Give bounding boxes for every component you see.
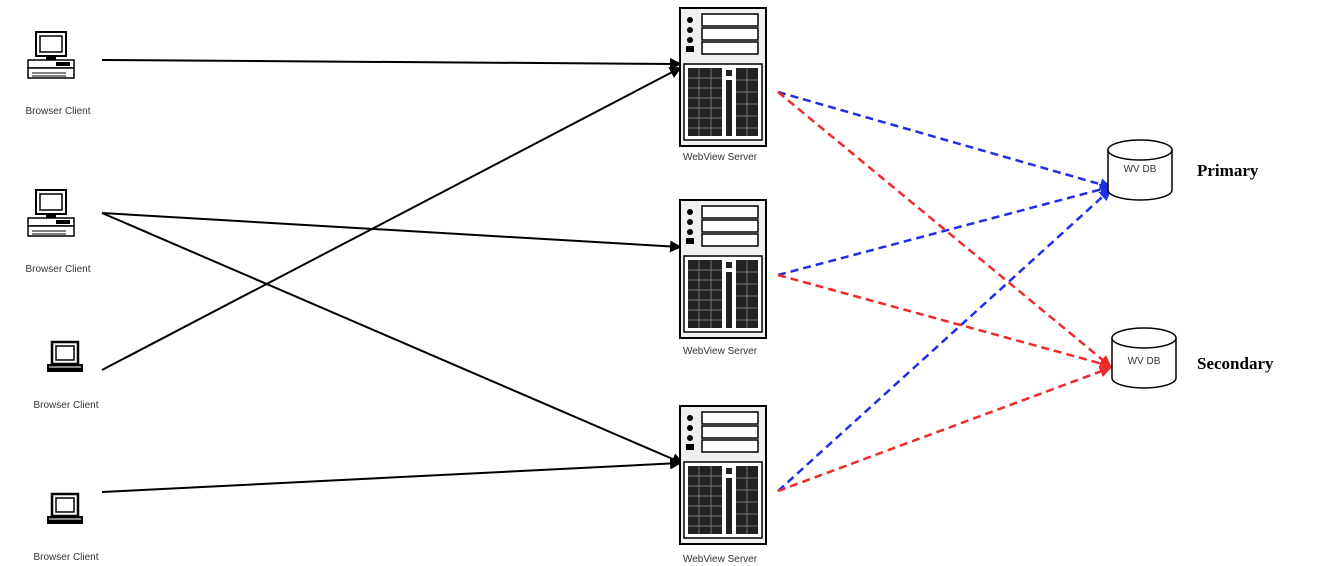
- link-client2-server2: [101, 212, 682, 253]
- db-label: WV DB: [1128, 356, 1161, 367]
- primary-db-links: [777, 90, 1112, 492]
- server-tower-icon: [679, 199, 767, 339]
- link-server2-secondary: [777, 273, 1112, 370]
- client-label: Browser Client: [25, 106, 90, 117]
- webview-server-1: WebView Server: [679, 7, 767, 163]
- desktop-computer-icon: [27, 189, 75, 237]
- server-tower-icon: [679, 7, 767, 147]
- laptop-icon: [45, 492, 85, 526]
- link-server1-primary: [777, 90, 1112, 191]
- browser-client-4: Browser Client: [33, 492, 99, 563]
- server-label: WebView Server: [683, 152, 758, 163]
- server-label: WebView Server: [683, 346, 758, 357]
- server-tower-icon: [679, 405, 767, 545]
- link-server1-secondary: [777, 91, 1112, 368]
- link-server2-primary: [777, 183, 1112, 277]
- link-client1-server1: [101, 57, 682, 70]
- secondary-database: WV DB Secondary: [1111, 327, 1274, 389]
- browser-client-1: Browser Client: [25, 31, 91, 117]
- primary-database: WV DB Primary: [1107, 139, 1259, 201]
- browser-client-3: Browser Client: [33, 340, 99, 411]
- client-label: Browser Client: [25, 264, 90, 275]
- link-server3-secondary: [777, 365, 1112, 493]
- link-server3-primary: [777, 188, 1112, 492]
- link-client4-server3: [101, 457, 682, 493]
- browser-client-2: Browser Client: [25, 189, 91, 275]
- webview-server-3: WebView Server: [679, 405, 767, 565]
- client-label: Browser Client: [33, 552, 98, 563]
- db-role-secondary: Secondary: [1197, 354, 1274, 373]
- link-client2-server3: [101, 212, 684, 465]
- db-label: WV DB: [1124, 164, 1157, 175]
- server-label: WebView Server: [683, 554, 758, 565]
- secondary-db-links: [777, 91, 1112, 493]
- laptop-icon: [45, 340, 85, 374]
- client-server-links: [101, 57, 684, 493]
- link-client3-server1: [101, 67, 682, 371]
- desktop-computer-icon: [27, 31, 75, 79]
- db-role-primary: Primary: [1197, 161, 1259, 180]
- client-label: Browser Client: [33, 400, 98, 411]
- webview-server-2: WebView Server: [679, 199, 767, 357]
